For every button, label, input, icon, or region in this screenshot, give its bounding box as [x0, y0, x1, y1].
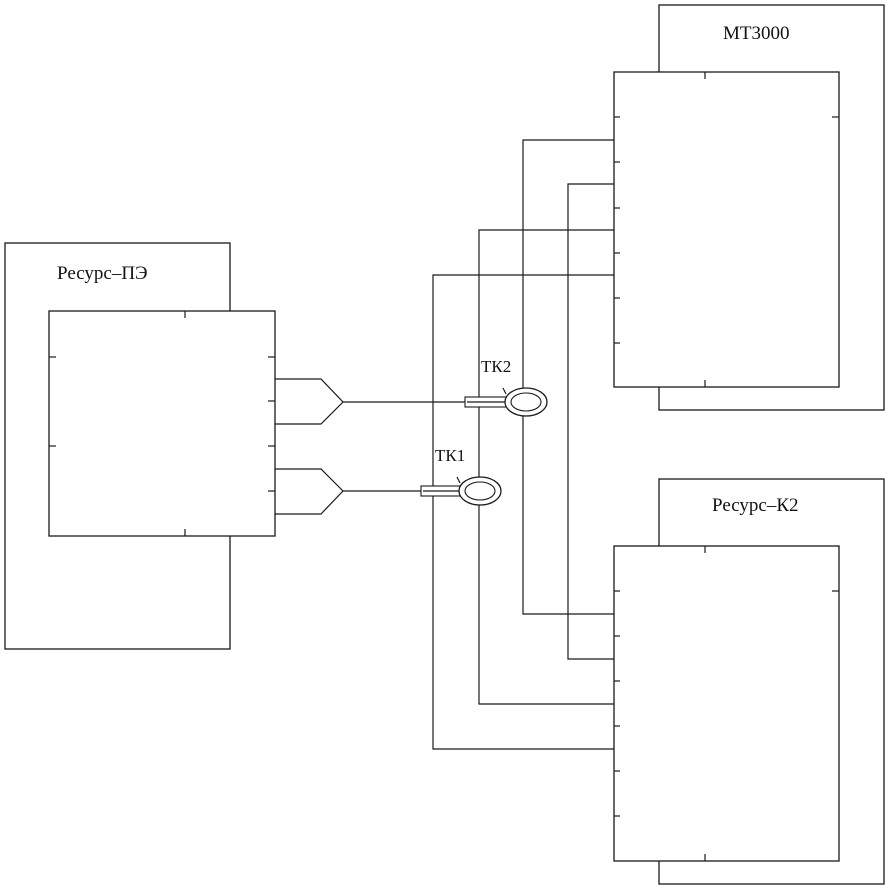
current-clamp-tk2: ТК2 — [464, 357, 548, 417]
resurs-k2-terminal-ticks — [614, 546, 839, 861]
wire-neutral — [432, 274, 614, 750]
tk2-label: ТК2 — [481, 357, 511, 376]
device-resurs-pe: Ресурс–ПЭ — [4, 242, 276, 650]
wire-phase-b — [567, 183, 614, 660]
tk1-label: ТК1 — [435, 446, 465, 465]
resurs-pe-label: Ресурс–ПЭ — [57, 263, 148, 284]
voltage-wiring — [432, 139, 614, 750]
lower-loop-connector — [275, 468, 344, 515]
resurs-pe-front-panel — [48, 310, 276, 537]
upper-loop-connector — [275, 378, 344, 425]
wire-phase-c — [478, 229, 614, 705]
current-loop-lower — [275, 468, 421, 515]
current-loop-upper — [275, 378, 465, 425]
tk1-clamp-jaw-inner — [464, 481, 496, 501]
resurs-k2-front-panel — [613, 545, 840, 862]
device-resurs-k2: Ресурс–К2 — [613, 478, 885, 885]
tk2-clamp-jaw-inner — [510, 392, 542, 412]
resurs-pe-terminal-ticks — [49, 311, 275, 536]
resurs-k2-label: Ресурс–К2 — [712, 495, 799, 516]
mt3000-front-panel — [613, 71, 840, 388]
current-clamp-tk1: ТК1 — [420, 446, 502, 506]
mt3000-terminal-ticks — [614, 72, 839, 387]
mt3000-label: МТ3000 — [723, 23, 790, 44]
device-mt3000: МТ3000 — [613, 4, 885, 411]
